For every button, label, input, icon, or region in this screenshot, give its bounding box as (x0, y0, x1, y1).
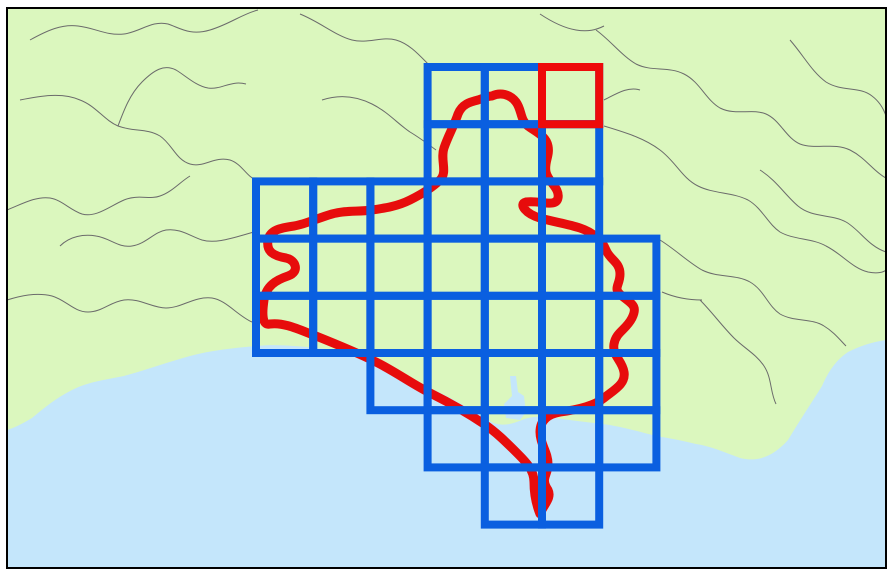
land-area (7, 8, 886, 460)
highlighted-grid-cell-r0-c5 (538, 63, 604, 129)
highlighted-grid-cells (538, 63, 604, 129)
grid-cell-r7-c5 (538, 463, 604, 529)
map-frame-border (6, 7, 887, 569)
grid-cell-r6-c6 (595, 406, 661, 472)
